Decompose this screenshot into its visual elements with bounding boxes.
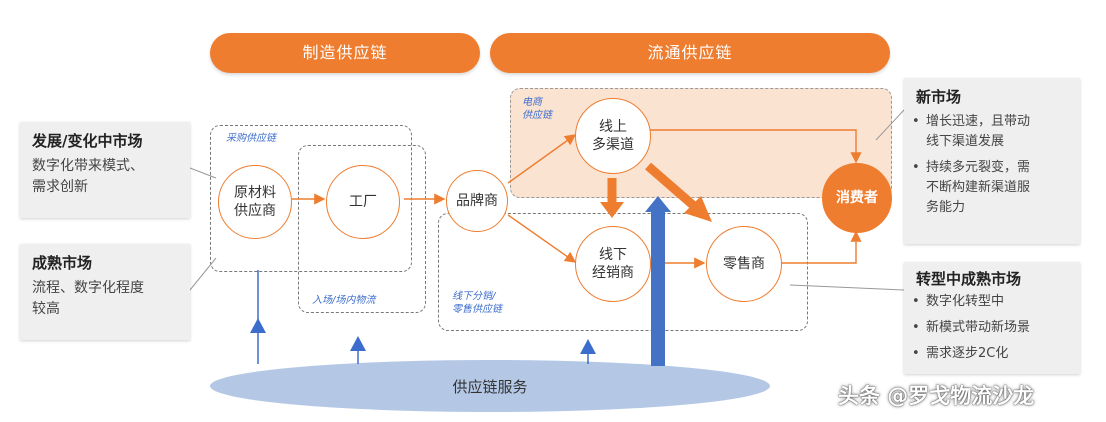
blue-arrowhead-3 <box>580 339 596 354</box>
panel-transforming-market-item: 数字化转型中 <box>910 292 1076 312</box>
panel-new-market-item: 增长迅速，且带动 线下渠道发展 <box>910 112 1076 152</box>
offline-distribution-zone-label: 线下分销/ 零售供应链 <box>452 291 502 315</box>
arrow-online-consumer <box>650 129 862 164</box>
node-factory: 工厂 <box>326 165 400 239</box>
arrow-retailer-consumer <box>780 230 862 264</box>
big-blue-arrow-head <box>645 196 671 212</box>
panel-mature-market-text: 流程、数字化程度 较高 <box>32 280 144 317</box>
node-supplier: 原材料 供应商 <box>218 165 292 239</box>
panel-mature-market-title: 成熟市场 <box>32 254 93 272</box>
node-retailer: 零售商 <box>706 226 782 302</box>
panel-transforming-market-list: 数字化转型中 新模式带动新场景 需求逐步2C化 <box>910 292 1076 364</box>
panel-new-market: 新市场 增长迅速，且带动 线下渠道发展 持续多元裂变，需 不断构建新渠道服 务能… <box>904 78 1080 244</box>
panel-mature-market: 成熟市场 流程、数字化程度 较高 <box>20 244 190 340</box>
leader-right-top <box>875 109 905 141</box>
supply-chain-service-label: 供应链服务 <box>452 378 528 396</box>
arrow-brand-distributor <box>507 214 577 263</box>
big-blue-arrow-shaft <box>651 208 665 366</box>
offline-distribution-zone <box>438 213 808 331</box>
inbound-logistics-zone-label: 入场/场内物流 <box>312 295 376 306</box>
panel-transforming-market: 转型中成熟市场 数字化转型中 新模式带动新场景 需求逐步2C化 <box>904 262 1080 374</box>
leader-right-bottom <box>789 284 905 291</box>
panel-developing-market-text: 数字化带来模式、 需求创新 <box>32 158 144 195</box>
ecommerce-zone-label: 电商 供应链 <box>522 97 552 121</box>
blue-arrowhead-1 <box>250 318 266 333</box>
panel-developing-market-title: 发展/变化中市场 <box>32 132 143 150</box>
leader-left-bottom <box>189 257 217 291</box>
panel-transforming-market-item: 需求逐步2C化 <box>910 344 1076 364</box>
panel-developing-market: 发展/变化中市场 数字化带来模式、 需求创新 <box>20 122 190 218</box>
panel-new-market-item: 持续多元裂变，需 不断构建新渠道服 务能力 <box>910 158 1076 218</box>
thick-arrow-online-down-head <box>600 202 624 218</box>
leader-left-top <box>189 167 217 179</box>
node-online: 线上 多渠道 <box>575 98 651 174</box>
panel-transforming-market-item: 新模式带动新场景 <box>910 318 1076 338</box>
panel-new-market-title: 新市场 <box>916 88 962 106</box>
inbound-logistics-zone <box>298 145 426 313</box>
watermark: 头条 @罗戈物流沙龙 <box>838 384 1035 408</box>
supply-chain-service-ellipse <box>210 360 770 412</box>
thick-arrow-online-retail <box>645 162 697 210</box>
manufacturing-supply-chain-banner: 制造供应链 <box>210 33 480 73</box>
procurement-zone-label: 采购供应链 <box>226 133 276 144</box>
panel-new-market-list: 增长迅速，且带动 线下渠道发展 持续多元裂变，需 不断构建新渠道服 务能力 <box>910 112 1076 218</box>
panel-transforming-market-title: 转型中成熟市场 <box>916 270 1022 288</box>
blue-arrowhead-2 <box>350 336 366 351</box>
arrow-brand-online <box>507 134 577 184</box>
circulation-supply-chain-banner: 流通供应链 <box>490 33 890 73</box>
node-brand: 品牌商 <box>446 170 508 232</box>
thick-arrow-online-retail-head <box>684 196 712 222</box>
node-consumer: 消费者 <box>822 163 892 233</box>
node-distributor: 线下 经销商 <box>575 226 651 302</box>
